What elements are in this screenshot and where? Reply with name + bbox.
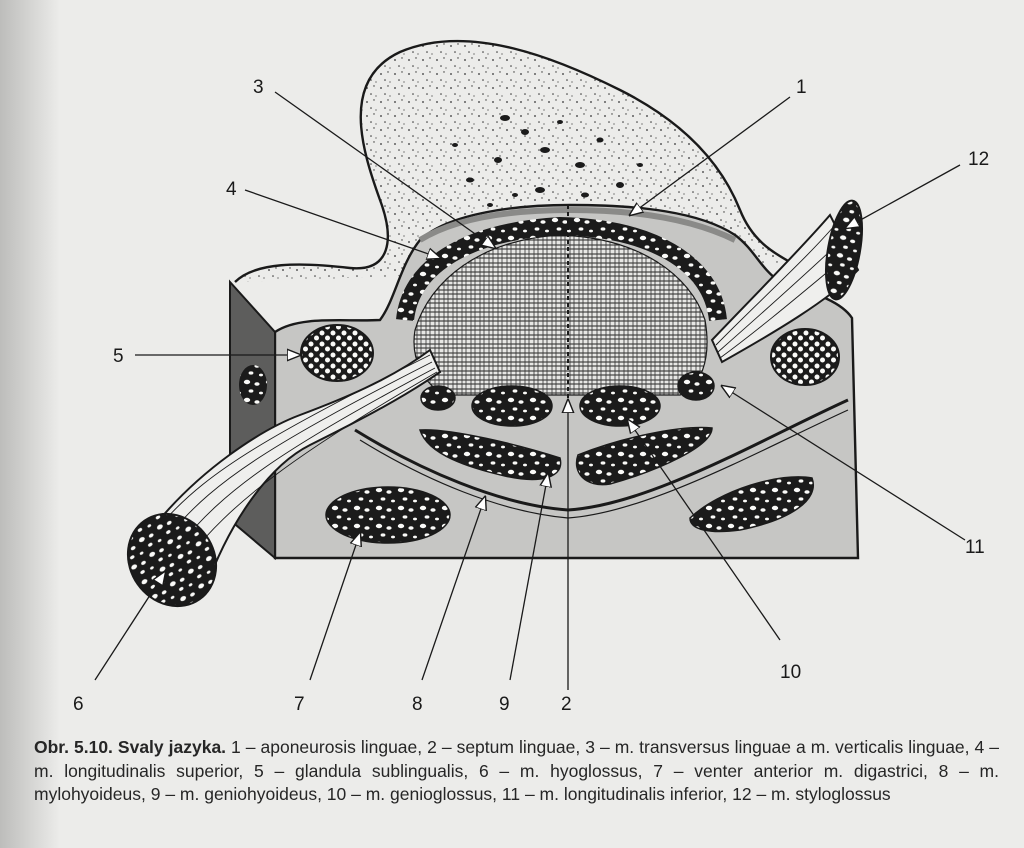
label-2: 2 xyxy=(561,694,572,715)
hyoglossus-cut-end xyxy=(126,512,218,608)
label-8: 8 xyxy=(412,694,423,715)
side-muscle-cut xyxy=(239,365,267,405)
label-11: 11 xyxy=(965,537,985,558)
label-9: 9 xyxy=(499,694,510,715)
muscle-cross-sections xyxy=(325,371,814,544)
label-1: 1 xyxy=(796,77,807,98)
book-gutter-shadow xyxy=(0,0,60,848)
figure-labels: 1 2 3 4 5 6 7 8 9 10 11 12 xyxy=(73,77,989,715)
sublingual-gland-left xyxy=(300,324,374,382)
label-5: 5 xyxy=(113,346,124,367)
styloglossus-cut-end xyxy=(825,199,863,301)
caption-title: Obr. 5.10. Svaly jazyka. xyxy=(34,737,227,757)
aponeurosis-band xyxy=(418,206,737,243)
tongue-section-diagram: 1 2 3 4 5 6 7 8 9 10 11 12 xyxy=(73,39,989,715)
label-10: 10 xyxy=(780,662,801,683)
caption-text: 1 – aponeurosis linguae, 2 – septum ling… xyxy=(34,737,999,804)
superior-longitudinal-band xyxy=(396,216,727,322)
label-12: 12 xyxy=(968,149,989,170)
figure-caption: Obr. 5.10. Svaly jazyka. 1 – aponeurosis… xyxy=(34,736,999,807)
label-3: 3 xyxy=(253,77,264,98)
label-4: 4 xyxy=(226,179,237,200)
papillae-spots xyxy=(452,115,643,207)
label-6: 6 xyxy=(73,694,84,715)
leader-lines xyxy=(94,91,966,690)
sublingual-gland-right xyxy=(770,328,840,386)
hyoglossus-muscle xyxy=(153,348,442,593)
label-7: 7 xyxy=(294,694,305,715)
